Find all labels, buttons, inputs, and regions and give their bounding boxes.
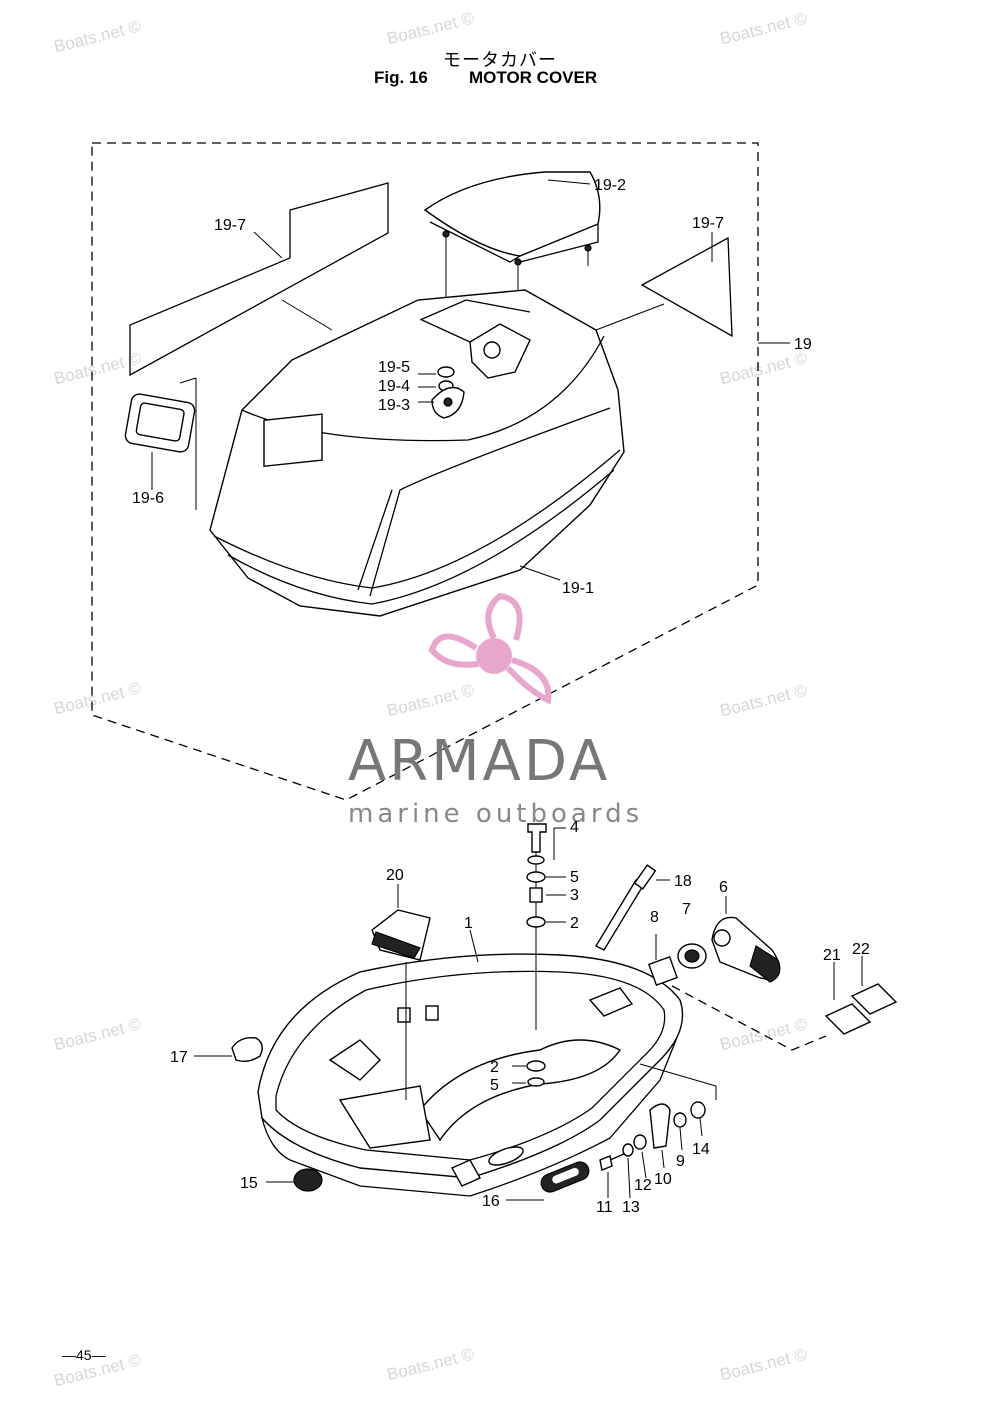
callout-2: 2 <box>490 1059 499 1076</box>
lower-cover <box>257 953 684 1179</box>
sleeve-8 <box>648 956 678 986</box>
callout-16: 16 <box>482 1193 500 1210</box>
callout-14: 14 <box>692 1141 710 1158</box>
callout-17: 17 <box>170 1049 188 1066</box>
callout-12: 12 <box>634 1177 652 1194</box>
callout-22: 22 <box>852 941 870 958</box>
japanese-title: モータカバー <box>443 50 557 71</box>
grille-inner <box>135 402 185 442</box>
grommet-17 <box>231 1037 263 1063</box>
cover-window <box>263 413 323 468</box>
callout-8: 8 <box>650 909 659 926</box>
logo-name: ARMADA <box>348 729 610 794</box>
armada-logo: ARMADA marine outboards <box>348 592 643 829</box>
cover-cap <box>423 171 601 257</box>
bolt-11 <box>599 1153 625 1171</box>
decal-21 <box>824 1003 872 1035</box>
callout-19: 19 <box>794 336 812 353</box>
cable-18 <box>595 879 645 951</box>
callout-5: 5 <box>490 1077 499 1094</box>
callout-3: 3 <box>570 887 579 904</box>
callout-9: 9 <box>676 1153 685 1170</box>
figure-label: Fig. 16 <box>374 68 428 87</box>
callout-19-7: 19-7 <box>692 215 724 232</box>
callout-10: 10 <box>654 1171 672 1188</box>
callout-11: 11 <box>596 1199 613 1216</box>
assembly-boundary <box>91 142 759 801</box>
callout-15: 15 <box>240 1175 258 1192</box>
callout-13: 13 <box>622 1199 640 1216</box>
motor-cover-shell <box>209 289 625 617</box>
decal-22 <box>850 983 898 1015</box>
callout-1: 1 <box>464 915 473 932</box>
lever-10 <box>649 1103 671 1149</box>
callout-20: 20 <box>386 867 404 884</box>
callout-19-6: 19-6 <box>132 490 164 507</box>
callout-7: 7 <box>682 901 691 918</box>
plug-15 <box>293 1168 323 1192</box>
callout-21: 21 <box>823 947 841 964</box>
decal-right <box>640 236 733 338</box>
callout-5: 5 <box>570 869 579 886</box>
callout-2: 2 <box>570 915 579 932</box>
callout-19-1: 19-1 <box>562 580 594 597</box>
page-number: —45— <box>62 1347 106 1363</box>
callout-18: 18 <box>674 873 692 890</box>
bolt-4 <box>527 823 547 853</box>
callout-6: 6 <box>719 879 728 896</box>
page-title: MOTOR COVER <box>469 68 598 87</box>
logo-tagline: marine outboards <box>348 799 643 829</box>
callout-19-4: 19-4 <box>378 378 410 395</box>
cover-cap-side <box>429 221 599 263</box>
callout-19-5: 19-5 <box>378 359 410 376</box>
callout-4: 4 <box>570 819 579 836</box>
callout-19-3: 19-3 <box>378 397 410 414</box>
callout-19-7: 19-7 <box>214 217 246 234</box>
decal-left <box>129 182 389 377</box>
callout-19-2: 19-2 <box>594 177 626 194</box>
